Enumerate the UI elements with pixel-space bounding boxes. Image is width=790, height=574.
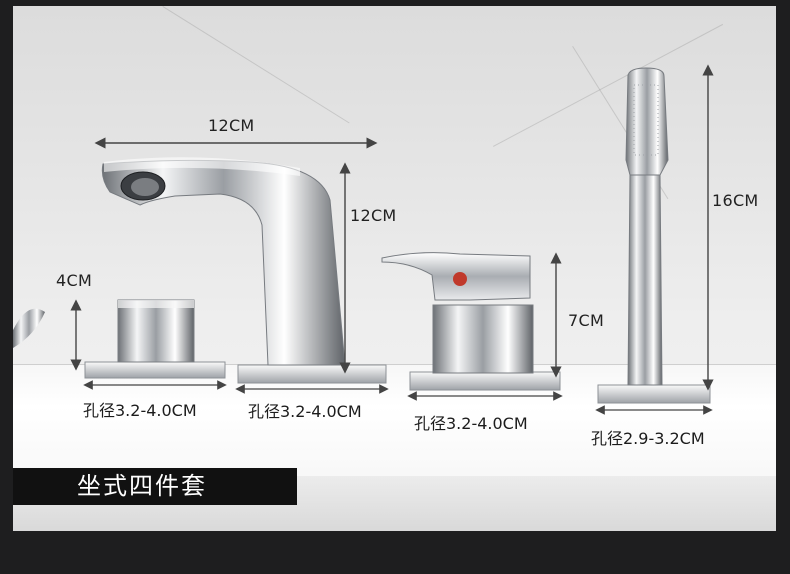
shower-hole-label: 孔径2.9-3.2CM bbox=[591, 429, 705, 448]
lever-hole-label: 孔径3.2-4.0CM bbox=[414, 414, 528, 433]
lever-height-label: 7CM bbox=[568, 311, 605, 330]
shower-height-label: 16CM bbox=[712, 191, 759, 210]
hand-shower bbox=[597, 67, 711, 404]
hot-indicator-icon bbox=[453, 272, 467, 286]
knob-height-label: 4CM bbox=[56, 271, 93, 290]
knob-handle bbox=[84, 299, 226, 379]
spout-height-label: 12CM bbox=[350, 206, 397, 225]
product-set-banner: 坐式四件套 bbox=[13, 468, 297, 505]
lever-mixer bbox=[381, 252, 561, 391]
spout-width-label: 12CM bbox=[208, 116, 255, 135]
left-partial-spout bbox=[13, 308, 45, 348]
basin-spout bbox=[101, 157, 387, 384]
knob-hole-label: 孔径3.2-4.0CM bbox=[83, 401, 197, 420]
spout-hole-label: 孔径3.2-4.0CM bbox=[248, 402, 362, 421]
